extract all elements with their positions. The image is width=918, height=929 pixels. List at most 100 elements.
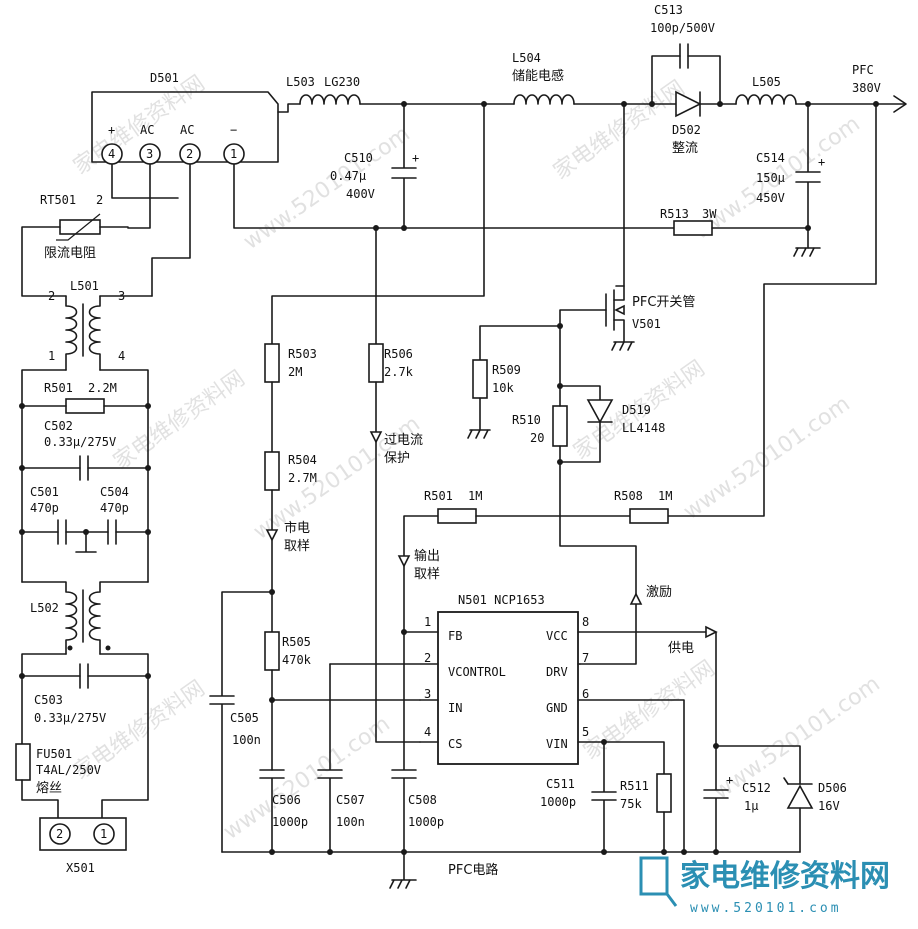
c506-val: 1000p (272, 815, 308, 829)
ic-pin2-num: 2 (424, 651, 431, 665)
d519-ref: D519 (622, 403, 651, 417)
rt501-desc: 限流电阻 (44, 246, 96, 261)
l505-ref: L505 (752, 75, 781, 89)
r509-ref: R509 (492, 363, 521, 377)
ic-pin8-num: 8 (582, 615, 589, 629)
input-section: C503 0.33μ/275V FU501 T4AL/250V 熔丝 2 1 X… (15, 663, 151, 875)
r510-ref: R510 (512, 413, 541, 427)
c503-ref: C503 (34, 693, 63, 707)
l501-common-mode-choke: L501 2 3 1 4 (21, 279, 153, 407)
mains-sample-line1: 市电 (284, 520, 310, 536)
ic-pin6-num: 6 (582, 687, 589, 701)
d506-ref: D506 (818, 781, 847, 795)
d501-pin4-name: + (108, 123, 115, 137)
d501-ref: D501 (150, 71, 179, 85)
circuit-title: PFC电路 (448, 862, 498, 878)
ic-pin4-name: CS (448, 737, 462, 751)
v501-desc: PFC开关管 (632, 295, 695, 310)
c504-ref: C504 (100, 485, 129, 499)
x501-p2: 2 (56, 827, 63, 841)
d501-pin1-name: − (230, 123, 237, 137)
d506-val: 16V (818, 799, 840, 813)
v501-ref: V501 (632, 317, 661, 331)
rt501-ref: RT501 (40, 193, 76, 207)
rt501-thermistor: RT501 2 限流电阻 (21, 193, 129, 297)
c506-ref: C506 (272, 793, 301, 807)
watermark-cn-2: 家电维修资料网 (549, 76, 690, 185)
r506-ref: R506 (384, 347, 413, 361)
c505-ref: C505 (230, 711, 259, 725)
r509-val: 10k (492, 381, 514, 395)
c502-val: 0.33μ/275V (44, 435, 116, 449)
pfc-power-stage: L503 LG230 + C510 0.47μ 400V L504 储能电感 C… (286, 3, 907, 517)
watermark-cn-3: 家电维修资料网 (109, 366, 250, 475)
excite-label: 激励 (646, 585, 672, 600)
watermark-cn-6: 家电维修资料网 (579, 656, 720, 765)
c514-plus: + (818, 155, 825, 169)
c514-volt: 450V (756, 191, 785, 205)
fu501-desc: 熔丝 (36, 781, 62, 796)
c507-ref: C507 (336, 793, 365, 807)
r501a-val: 2.2M (88, 381, 117, 395)
c513-val: 100p/500V (650, 21, 715, 35)
ic-pin6-name: GND (546, 701, 568, 715)
d501-pin3-name: AC (140, 123, 154, 137)
gate-drive-network: R510 20 D519 LL4148 激励 (512, 325, 672, 665)
c503-val: 0.33μ/275V (34, 711, 106, 725)
c502-ref: C502 (44, 419, 73, 433)
c508-ref: C508 (408, 793, 437, 807)
output-sample-line1: 输出 (414, 548, 440, 564)
supply-label: 供电 (668, 641, 694, 656)
ic-pin7-num: 7 (582, 651, 589, 665)
c501-val: 470p (30, 501, 59, 515)
ic-pin3-num: 3 (424, 687, 431, 701)
c510-val: 0.47μ (330, 169, 366, 183)
pfc-out-line2: 380V (852, 81, 881, 95)
l502-ref: L502 (30, 601, 59, 615)
r506-val: 2.7k (384, 365, 414, 379)
output-sample-line2: 取样 (414, 567, 440, 582)
c510-volt: 400V (346, 187, 375, 201)
ground-bus: PFC电路 (221, 849, 801, 889)
d502-desc: 整流 (672, 141, 698, 156)
fu501-ref: FU501 (36, 747, 72, 761)
r503-ref: R503 (288, 347, 317, 361)
x501-p1: 1 (100, 827, 107, 841)
watermark-url-4: www.520101.com (679, 391, 855, 524)
ic-pin3-name: IN (448, 701, 462, 715)
rt501-pin: 2 (96, 193, 103, 207)
vin-network: C511 1000p R511 75k (540, 739, 672, 853)
r501b-ref: R501 (424, 489, 453, 503)
r504-val: 2.7M (288, 471, 317, 485)
r513-ref: R513 (660, 207, 689, 221)
watermark-url-1: www.520101.com (239, 121, 415, 254)
d501-pin1-num: 1 (230, 147, 237, 161)
l501-p1: 1 (48, 349, 55, 363)
l501-ref: L501 (70, 279, 99, 293)
d501-pin2-name: AC (180, 123, 194, 137)
ic-pin1-name: FB (448, 629, 462, 643)
r508-ref: R508 (614, 489, 643, 503)
c505-val: 100n (232, 733, 261, 747)
r501b-val: 1M (468, 489, 482, 503)
l501-p4: 4 (118, 349, 125, 363)
r505-val: 470k (282, 653, 312, 667)
mains-sampling-chain: R503 2M R504 2.7M 市电 取样 R505 470k C505 1… (209, 103, 485, 853)
l501-p2: 2 (48, 289, 55, 303)
logo-url: www.520101.com (690, 901, 842, 916)
overcurrent-line1: 过电流 (384, 433, 423, 448)
d501-pin3-num: 3 (146, 147, 153, 161)
site-logo: 家电维修资料网 www.520101.com (639, 856, 890, 916)
ic-name: N501 NCP1653 (458, 593, 545, 607)
logo-title: 家电维修资料网 (680, 859, 890, 894)
ic-pin5-name: VIN (546, 737, 568, 751)
c512-plus: + (726, 773, 733, 787)
r508-val: 1M (658, 489, 672, 503)
vcc-network: + C512 1μ D506 16V (703, 743, 847, 853)
ic-pin2-name: VCONTROL (448, 665, 506, 679)
ic-pin4-num: 4 (424, 725, 431, 739)
pfc-out-line1: PFC (852, 63, 874, 77)
ic-left-caps: C507 100n C508 1000p (317, 631, 444, 853)
c512-val: 1μ (744, 799, 758, 813)
